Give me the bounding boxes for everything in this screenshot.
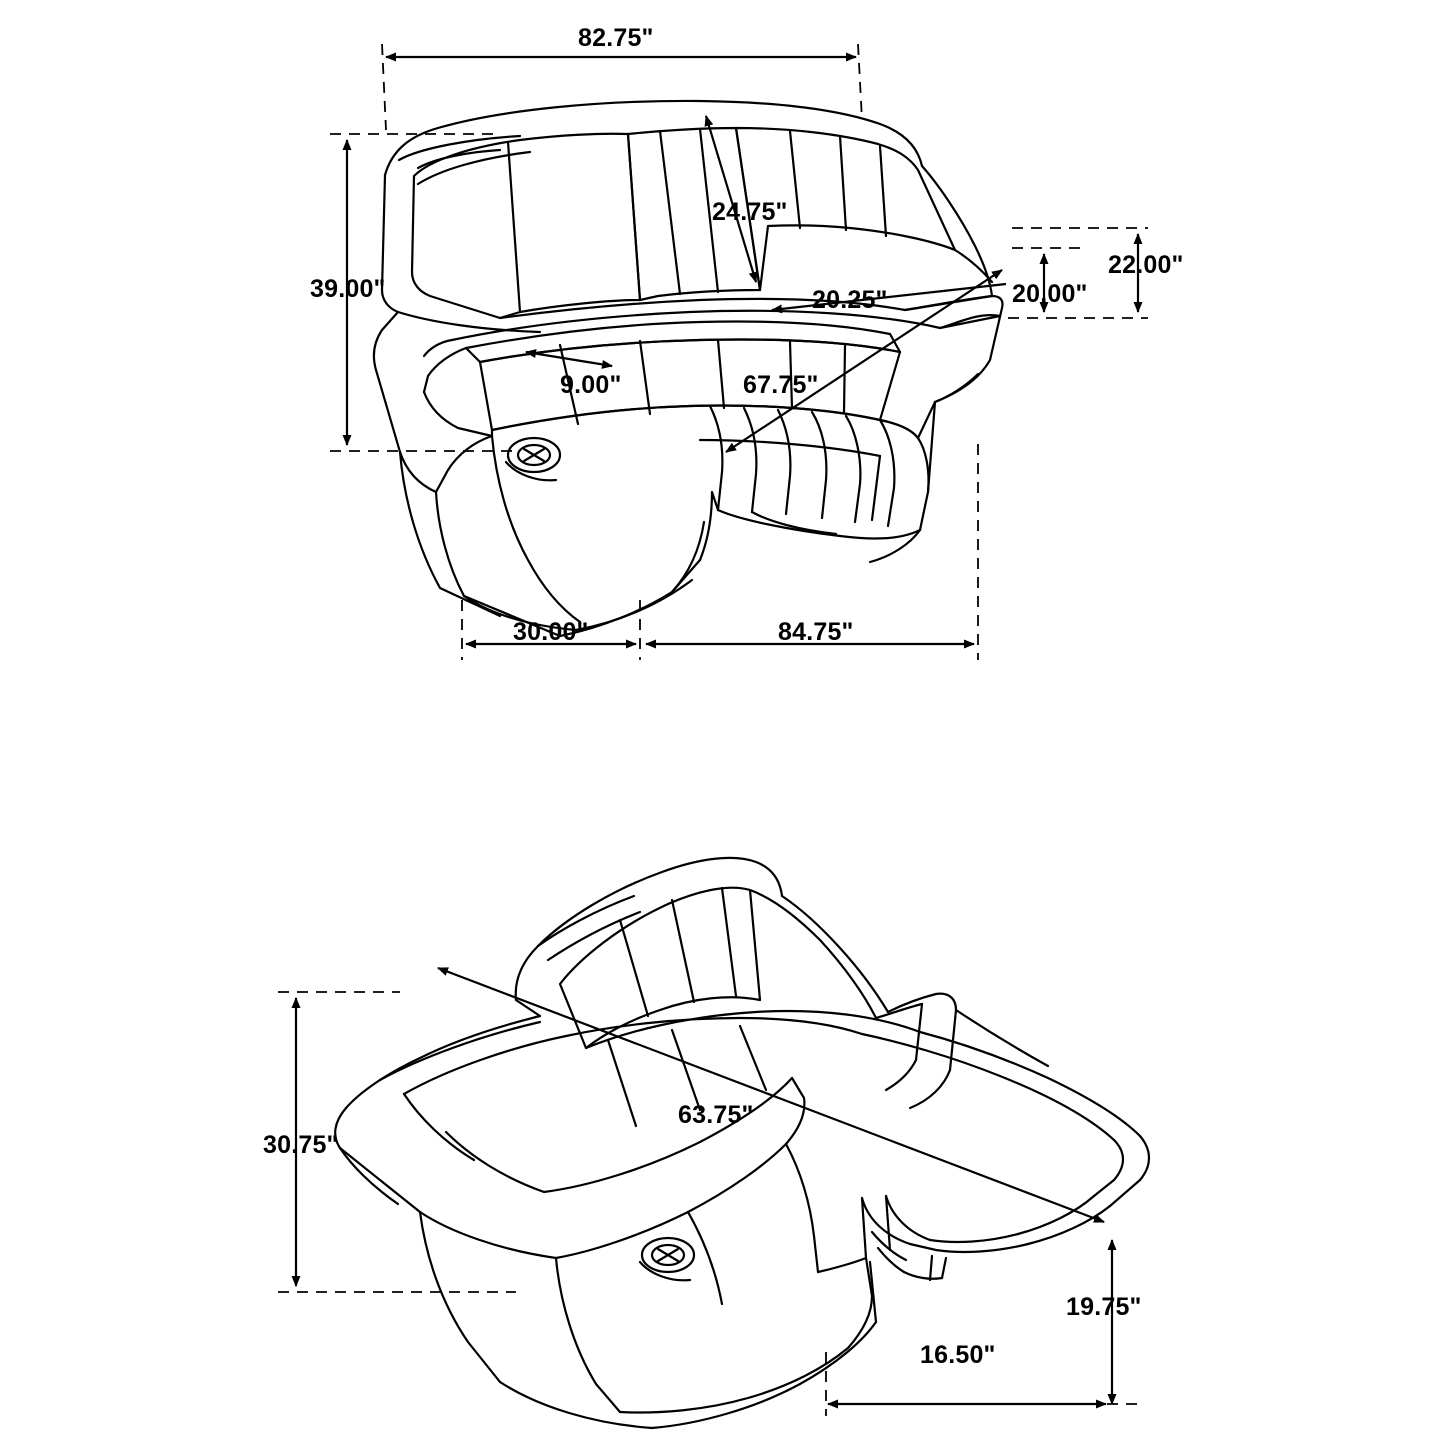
dim-reclined-length: 63.75"	[678, 1101, 754, 1129]
dim-seat-width: 67.75"	[743, 371, 819, 399]
dim-footrest-extension: 16.50"	[920, 1341, 996, 1369]
dim-overall-height: 39.00"	[310, 275, 386, 303]
sofa-upright-illustration	[372, 99, 1004, 638]
dimension-lines-reclined	[278, 966, 1140, 1416]
dim-depth-total: 84.75"	[778, 618, 854, 646]
dim-arm-height: 22.00"	[1108, 251, 1184, 279]
sofa-reclined-illustration	[334, 856, 1151, 1430]
dim-depth-front: 30.00"	[513, 618, 589, 646]
dim-overall-width: 82.75"	[578, 24, 654, 52]
dim-seat-back-height: 24.75"	[712, 198, 788, 226]
dim-seat-height: 20.00"	[1012, 280, 1088, 308]
dim-arm-width: 9.00"	[560, 371, 622, 399]
dim-footrest-height: 19.75"	[1066, 1293, 1142, 1321]
dimension-lines-upright	[330, 43, 1148, 660]
dim-seat-depth: 20.25"	[812, 286, 888, 314]
dim-reclined-height: 30.75"	[263, 1131, 339, 1159]
